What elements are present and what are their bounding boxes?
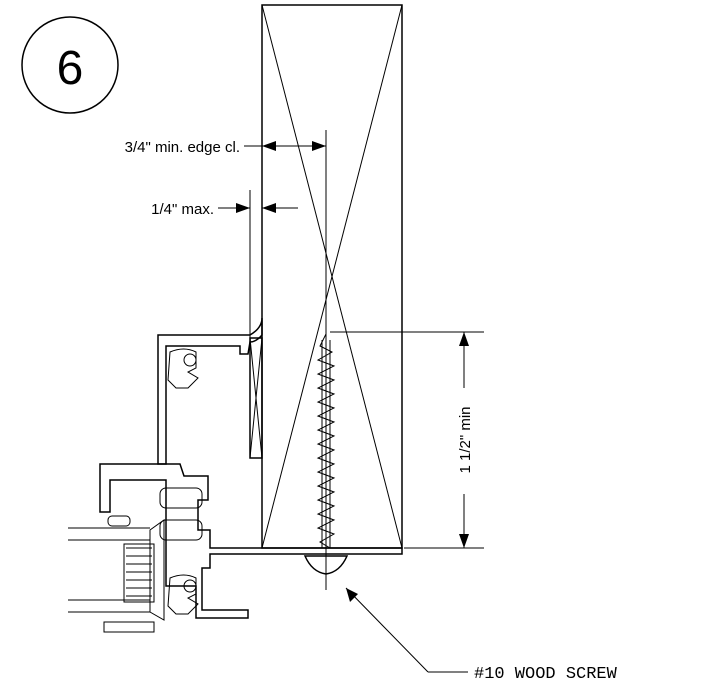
max-offset-label: 1/4" max. — [151, 201, 214, 218]
gasket-lower — [167, 574, 199, 615]
shim — [249, 190, 263, 459]
shim-outline — [249, 337, 263, 459]
screw-threads — [316, 333, 336, 549]
screw-callout-label: #10 WOOD SCREW — [474, 665, 618, 684]
thermal-break-lower — [159, 519, 203, 541]
fastener-lower — [183, 579, 197, 593]
fastener-upper — [183, 353, 197, 367]
shim-diagonal-2 — [249, 337, 263, 459]
glazing-panel — [68, 515, 165, 633]
screw-callout: #10 WOOD SCREW — [345, 587, 618, 684]
glazing-gasket-top — [107, 515, 131, 527]
screw-head — [303, 555, 349, 575]
setting-block-hatch — [126, 547, 152, 597]
glazing-wedge — [149, 519, 165, 621]
frame-head-profile — [157, 317, 263, 465]
max-offset-arrow-left — [236, 203, 250, 213]
edge-clearance-arrow-right — [312, 141, 326, 151]
detail-circle — [21, 16, 119, 114]
glazing-bead — [123, 543, 155, 603]
wood-screw — [303, 333, 349, 575]
detail-number: 6 — [57, 42, 84, 95]
dim-max-offset: 1/4" max. — [151, 201, 298, 218]
embedment-arrow-top — [459, 332, 469, 346]
dim-edge-clearance: 3/4" min. edge cl. — [125, 139, 326, 156]
edge-clearance-arrow-left — [262, 141, 276, 151]
embedment-arrow-bottom — [459, 534, 469, 548]
max-offset-arrow-right — [262, 203, 276, 213]
gasket-upper — [167, 348, 199, 389]
detail-balloon: 6 — [21, 16, 119, 114]
screw-leader-arrow — [346, 588, 358, 602]
glazing-gasket-bottom — [103, 621, 155, 633]
thermal-break-upper — [159, 487, 203, 509]
wood-block-diagonal-2 — [261, 4, 403, 549]
embedment-label: 1 1/2" min — [457, 406, 474, 473]
screw-leader-line — [345, 587, 429, 673]
aluminum-frame — [99, 317, 403, 619]
frame-sill-profile — [99, 463, 403, 619]
dim-embedment: 1 1/2" min — [330, 331, 484, 549]
wood-blocking — [261, 4, 403, 549]
edge-clearance-label: 3/4" min. edge cl. — [125, 139, 240, 156]
embedment-label-gap — [452, 388, 476, 494]
